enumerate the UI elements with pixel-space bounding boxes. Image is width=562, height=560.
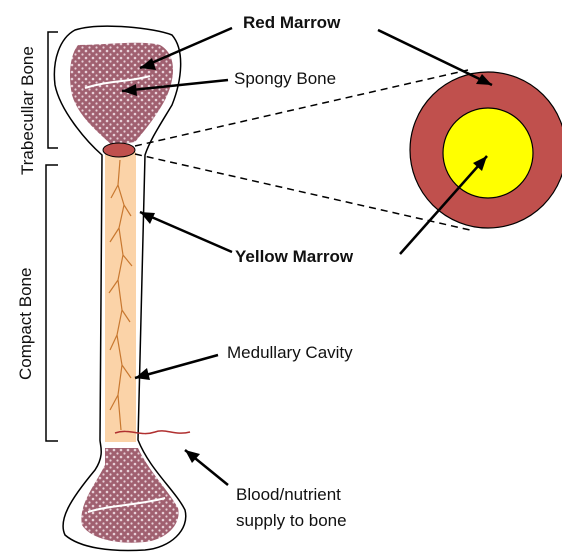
compact-bracket bbox=[46, 165, 58, 441]
blood-supply-label-line2: supply to bone bbox=[236, 511, 347, 530]
blood-supply-label-line1: Blood/nutrient bbox=[236, 485, 341, 504]
yellow-marrow-arrow-left bbox=[140, 212, 232, 252]
spongy-bone-label: Spongy Bone bbox=[234, 69, 336, 88]
red-marrow-arrow-right bbox=[378, 30, 492, 85]
yellow-marrow-label: Yellow Marrow bbox=[235, 247, 354, 266]
marrow-disc bbox=[103, 143, 135, 157]
compact-bone-label: Compact Bone bbox=[16, 268, 35, 380]
red-marrow-label: Red Marrow bbox=[243, 13, 341, 32]
trabecular-bone-label: Trabecullar Bone bbox=[18, 46, 37, 175]
lower-spongy-bone bbox=[81, 448, 178, 543]
yellow-marrow-core bbox=[443, 108, 533, 198]
medullary-cavity-label: Medullary Cavity bbox=[227, 343, 353, 362]
